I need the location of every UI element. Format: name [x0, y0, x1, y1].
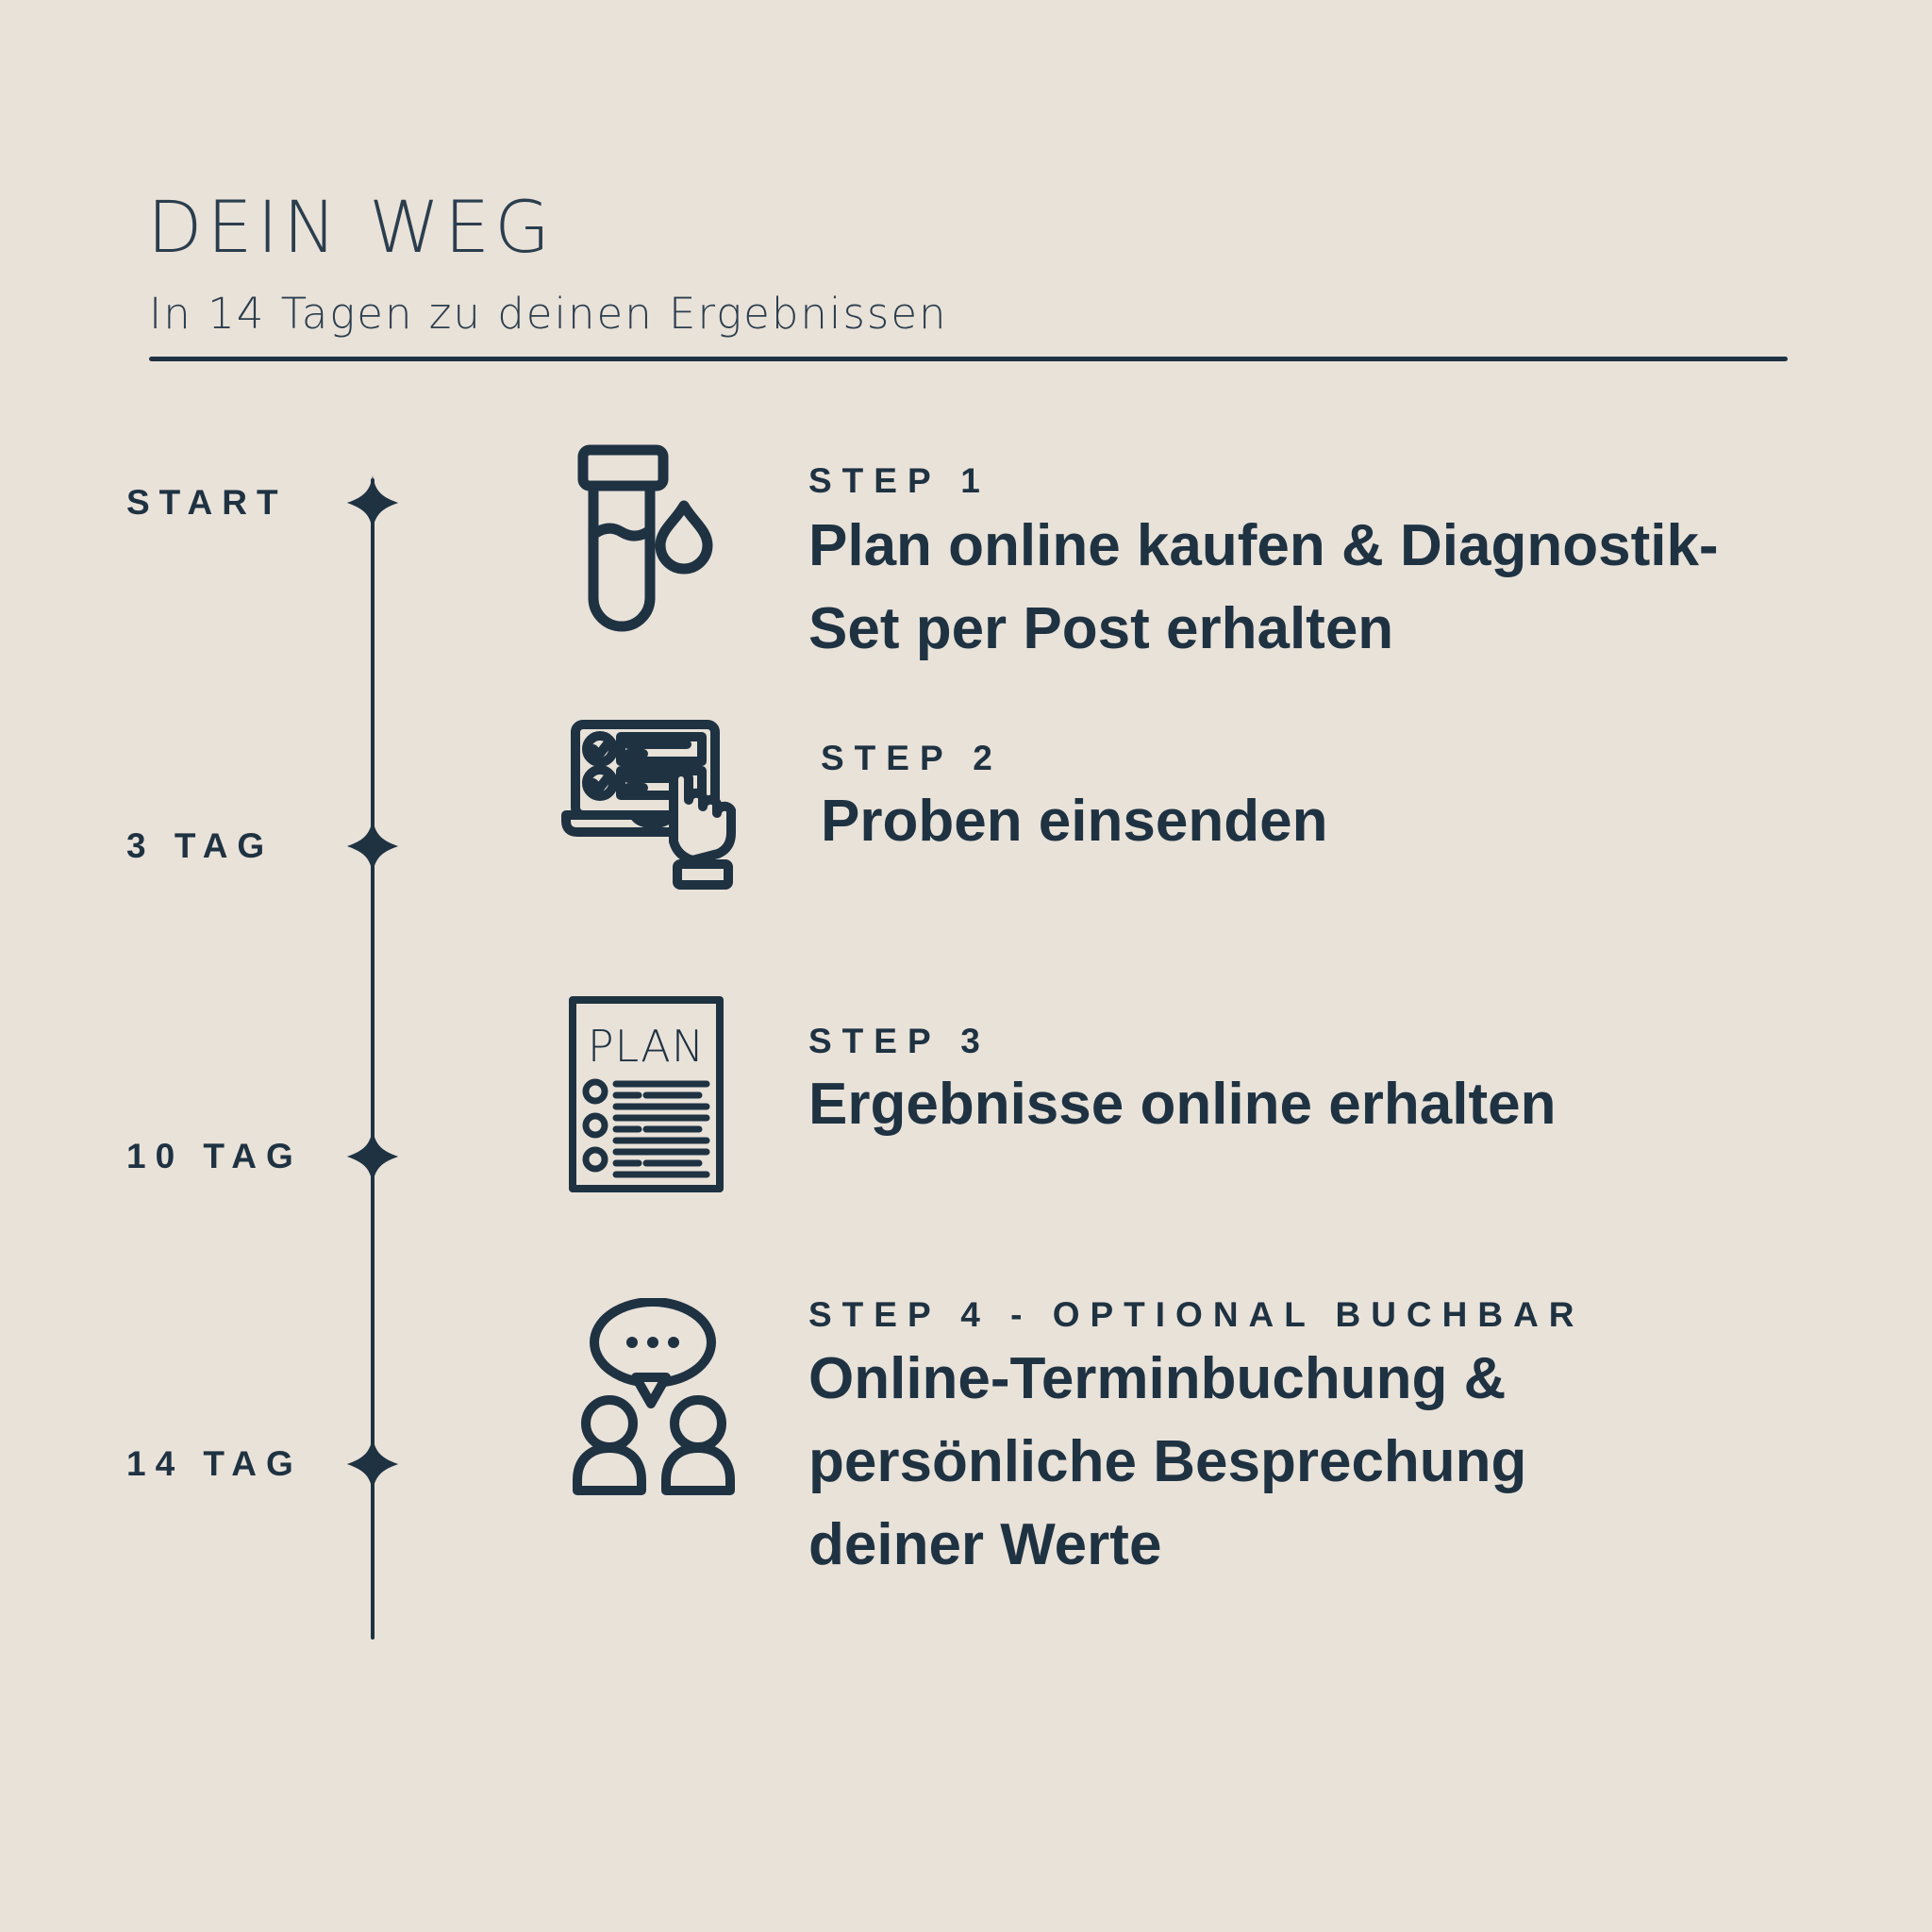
- timeline-label-10-tag: 10 TAG: [126, 1137, 303, 1175]
- sparkle-star-icon: [345, 817, 400, 875]
- step4-label: STEP 4 - OPTIONAL BUCHBAR: [808, 1295, 1585, 1334]
- header-divider-line: [149, 357, 1788, 361]
- page-subtitle: In 14 Tagen zu deinen Ergebnissen: [149, 289, 948, 339]
- laptop-checklist-hand-icon: [560, 717, 758, 896]
- step4-title-line2: persönliche Besprechung: [808, 1429, 1527, 1494]
- step4-title: Online-Terminbuchung & persönliche Bespr…: [808, 1338, 1526, 1587]
- step2-label: STEP 2: [821, 739, 1003, 777]
- plan-document-icon: PLAN: [566, 993, 741, 1195]
- step4-title-line1: Online-Terminbuchung &: [808, 1346, 1507, 1411]
- step1-label: STEP 1: [808, 461, 991, 500]
- step3-title: Ergebnisse online erhalten: [808, 1063, 1556, 1146]
- sparkle-star-icon: [345, 1435, 400, 1493]
- speech-bubble-people-icon: [557, 1298, 755, 1496]
- step3-label: STEP 3: [808, 1022, 991, 1060]
- step1-title-line1: Plan online kaufen & Diagnostik-: [808, 513, 1719, 578]
- test-tube-droplet-icon: [577, 443, 719, 637]
- timeline-label-14-tag: 14 TAG: [126, 1444, 303, 1483]
- step1-title-line2: Set per Post erhalten: [808, 596, 1394, 661]
- timeline-label-3-tag: 3 TAG: [126, 826, 275, 865]
- step2-title: Proben einsenden: [821, 780, 1327, 863]
- timeline-line: [371, 478, 375, 1640]
- step4-title-line3: deiner Werte: [808, 1512, 1162, 1577]
- page-title: DEIN WEG: [147, 185, 556, 269]
- step1-title: Plan online kaufen & Diagnostik- Set per…: [808, 505, 1719, 671]
- sparkle-star-icon: [345, 1127, 400, 1186]
- sparkle-star-icon: [345, 474, 400, 532]
- plan-icon-label: PLAN: [588, 1021, 705, 1072]
- step2-title-line1: Proben einsenden: [821, 789, 1328, 854]
- timeline-label-start: START: [126, 483, 288, 522]
- step3-title-line1: Ergebnisse online erhalten: [808, 1072, 1557, 1137]
